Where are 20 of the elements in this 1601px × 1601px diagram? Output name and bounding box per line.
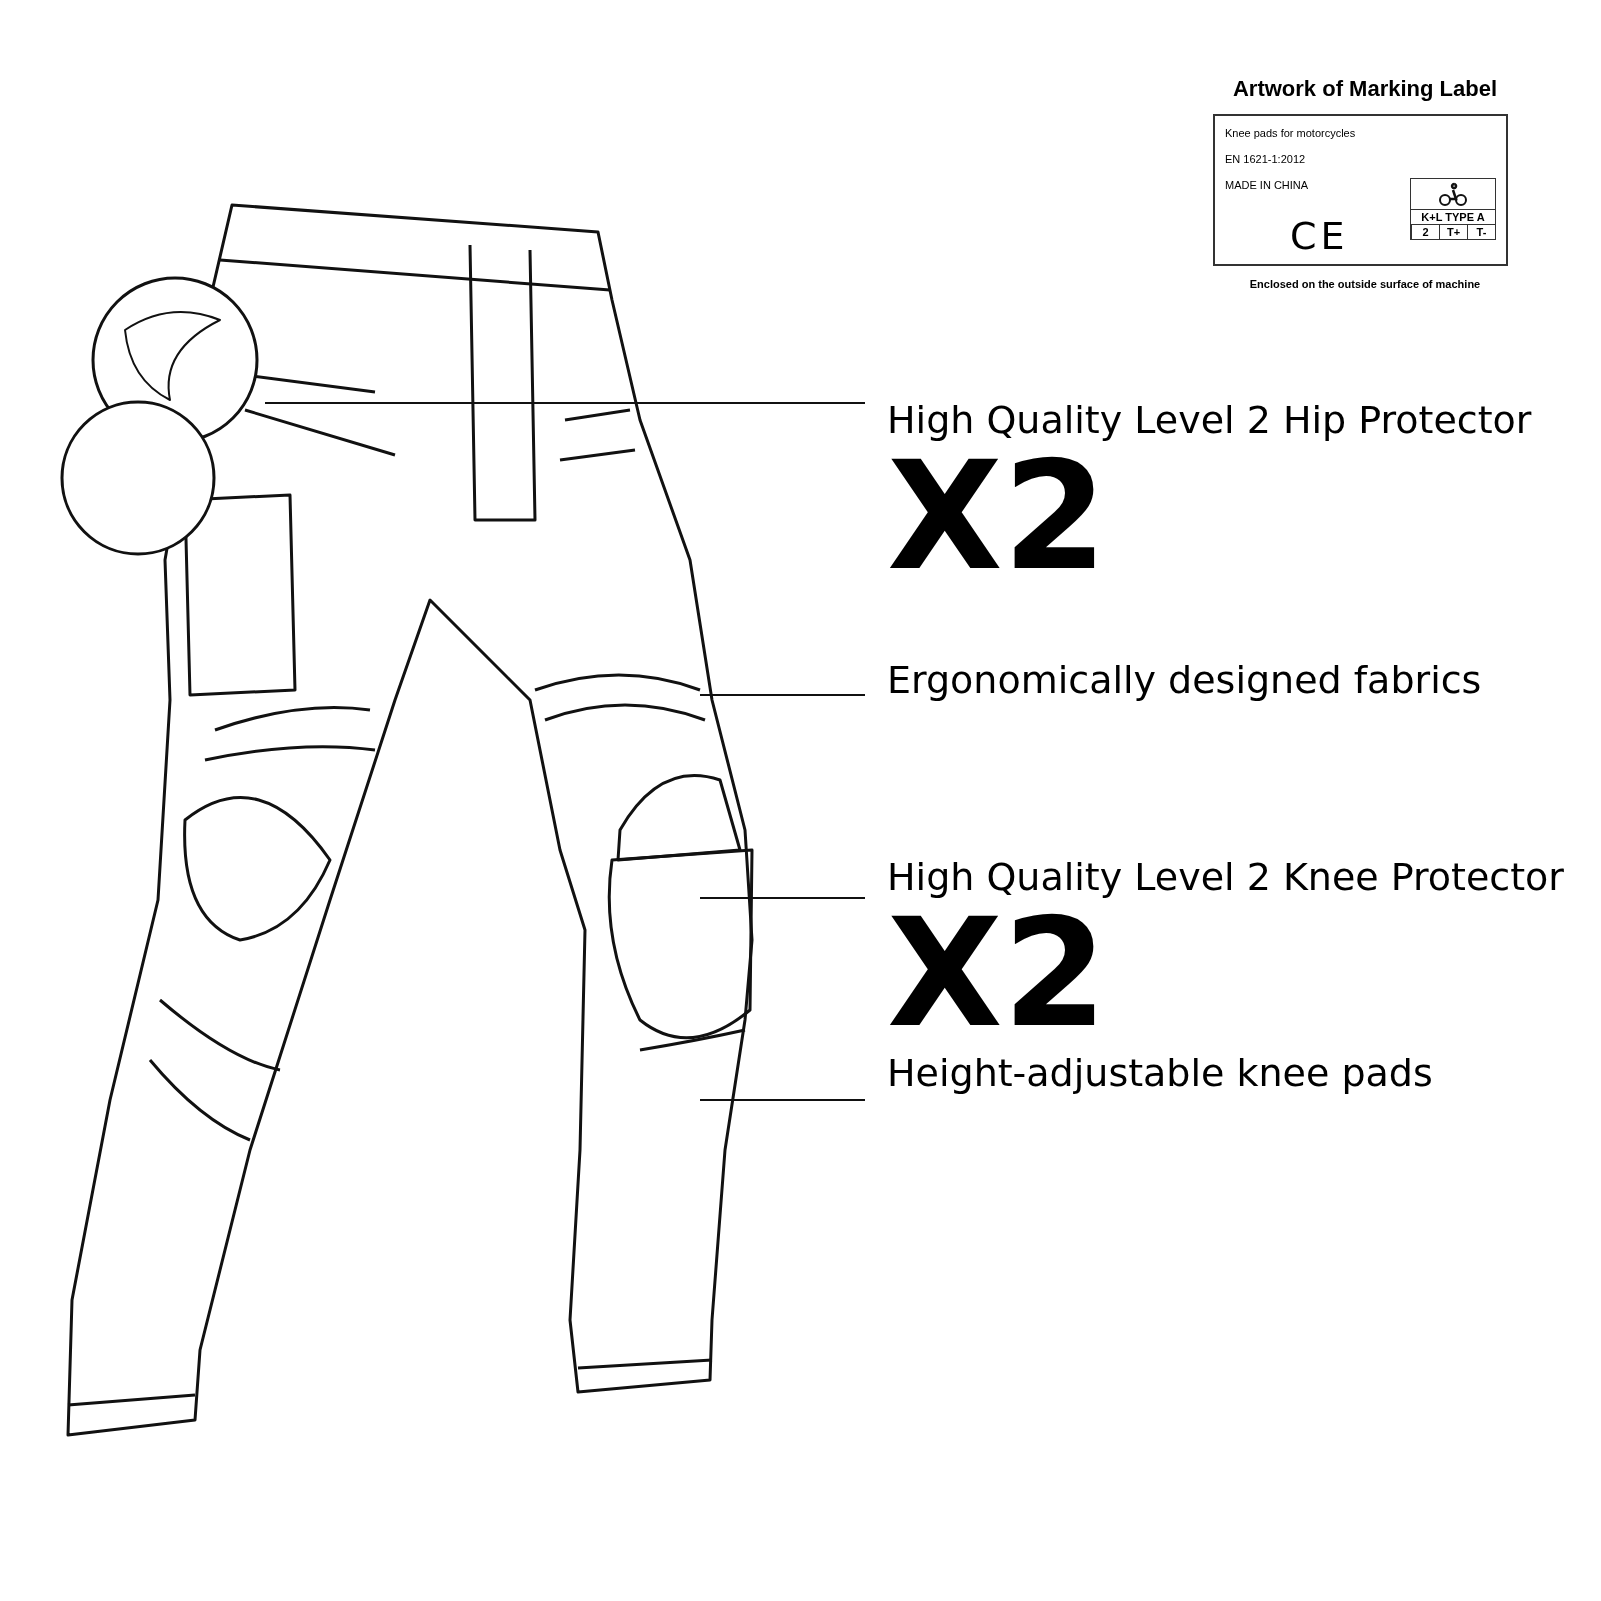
ce-mark: CE — [1290, 216, 1349, 256]
rating-text: K+L TYPE A — [1411, 209, 1495, 224]
label-caption: Enclosed on the outside surface of machine — [1248, 278, 1482, 290]
leader-line — [699, 897, 866, 899]
callout-text: Ergonomically designed fabrics — [887, 657, 1482, 704]
rating-cell: T+ — [1439, 225, 1467, 239]
leader-line — [699, 1099, 866, 1101]
rating-cell: T- — [1467, 225, 1495, 239]
label-heading: Artwork of Marking Label — [1231, 76, 1498, 102]
callout-text: High Quality Level 2 Knee Protector — [887, 854, 1564, 901]
callout-text: Height-adjustable knee pads — [887, 1050, 1433, 1097]
leader-line — [264, 402, 866, 404]
rating-cell: 2 — [1411, 225, 1439, 239]
label-text: MADE IN CHINA — [1225, 178, 1310, 193]
quantity-text: X2 — [887, 441, 1108, 591]
label-text: Knee pads for motorcycles — [1225, 126, 1357, 141]
quantity-text: X2 — [887, 898, 1108, 1048]
callout-text: High Quality Level 2 Hip Protector — [887, 397, 1532, 444]
label-text: EN 1621-1:2012 — [1225, 152, 1307, 167]
leader-line — [699, 694, 866, 696]
